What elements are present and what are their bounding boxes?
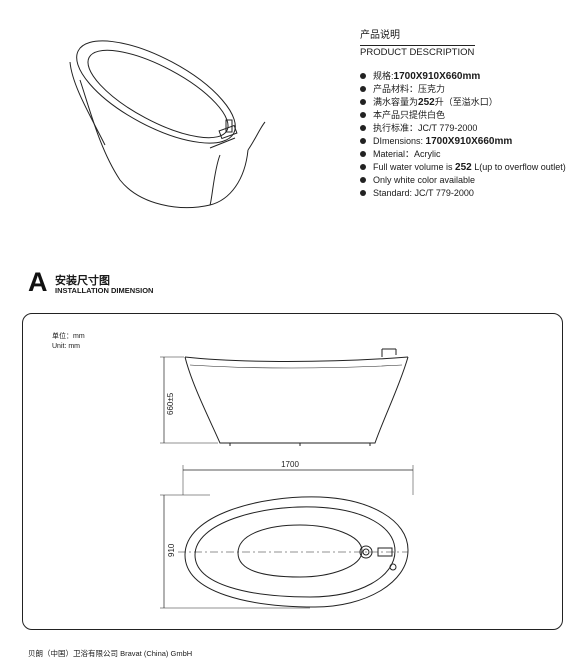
spec-item-suffix: 升（至溢水口）: [434, 97, 498, 107]
bathtub-perspective-drawing: [69, 40, 266, 209]
description-title-en: PRODUCT DESCRIPTION: [360, 45, 475, 58]
spec-item-prefix: Full water volume is: [373, 162, 456, 172]
spec-item-prefix: 产品材料：压克力: [373, 84, 446, 94]
side-view: 660±5: [160, 348, 409, 446]
dimension-drawing: 660±5 1700 910: [160, 348, 414, 609]
spec-item-prefix: 本产品只提供白色: [373, 110, 446, 120]
dimension-frame: [22, 313, 563, 630]
spec-item-prefix: 规格:: [373, 71, 394, 81]
plan-view: 910: [160, 494, 409, 609]
spec-item-emphasis: 252: [418, 97, 435, 108]
spec-item-prefix: DImensions:: [373, 136, 426, 146]
spec-item-prefix: Material：Acrylic: [373, 149, 441, 159]
spec-item: 满水容量为252升（至溢水口）: [360, 96, 575, 109]
height-dimension-label: 660±5: [166, 392, 175, 415]
section-letter: A: [28, 267, 48, 297]
unit-label-cn: 单位：mm: [52, 333, 85, 340]
footer-company: 贝朗（中国）卫浴有限公司 Bravat (China) GmbH: [28, 649, 193, 658]
spec-item-emphasis: 1700X910X660mm: [393, 71, 481, 82]
width-dimension-label: 910: [167, 543, 176, 557]
spec-item: Standard: JC/T 779-2000: [360, 187, 575, 200]
spec-item: Only white color available: [360, 174, 575, 187]
spec-item: Material：Acrylic: [360, 148, 575, 161]
spec-item-prefix: 执行标准：JC/T 779-2000: [373, 123, 478, 133]
spec-item-emphasis: 252: [455, 162, 472, 173]
spec-item: 产品材料：压克力: [360, 83, 575, 96]
spec-item: 规格:1700X910X660mm: [360, 70, 575, 83]
product-description: 产品说明 PRODUCT DESCRIPTION 规格:1700X910X660…: [360, 30, 575, 200]
section-title-en: INSTALLATION DIMENSION: [55, 286, 154, 295]
spec-item: Full water volume is 252 L(up to overflo…: [360, 161, 575, 174]
spec-item-suffix: L(up to overflow outlet): [471, 162, 566, 172]
spec-item-prefix: 满水容量为: [373, 97, 419, 107]
spec-item: 执行标准：JC/T 779-2000: [360, 122, 575, 135]
spec-item-prefix: Only white color available: [373, 175, 476, 185]
section-title-cn: 安装尺寸图: [55, 275, 110, 287]
spec-item: DImensions: 1700X910X660mm: [360, 135, 575, 148]
length-dimension-label: 1700: [281, 460, 299, 469]
description-title-cn: 产品说明: [360, 30, 400, 41]
spec-item: 本产品只提供白色: [360, 109, 575, 122]
length-dimension: 1700: [182, 460, 414, 495]
spec-item-prefix: Standard: JC/T 779-2000: [373, 188, 474, 198]
spec-item-emphasis: 1700X910X660mm: [425, 136, 513, 147]
unit-label-en: Unit: mm: [52, 343, 80, 350]
